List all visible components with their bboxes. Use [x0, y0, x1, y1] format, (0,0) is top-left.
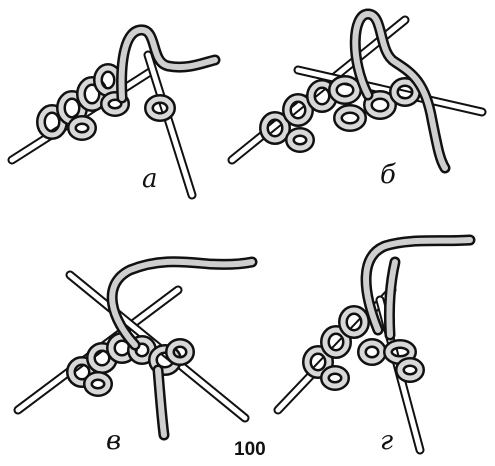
stitch-loops: [307, 310, 420, 386]
panel-d-drawing: [278, 240, 470, 450]
panel-a-drawing: [12, 30, 215, 195]
working-yarn: [112, 262, 252, 345]
figure-number: 100: [234, 440, 266, 459]
panel-label-d: г: [380, 428, 393, 454]
stitch-loops: [264, 80, 416, 148]
panel-c-drawing: [18, 262, 252, 435]
panel-label-c: в: [106, 428, 121, 454]
panel-label-b: б: [380, 162, 396, 188]
panel-label-a: а: [142, 166, 158, 192]
panel-b-drawing: [232, 14, 482, 168]
